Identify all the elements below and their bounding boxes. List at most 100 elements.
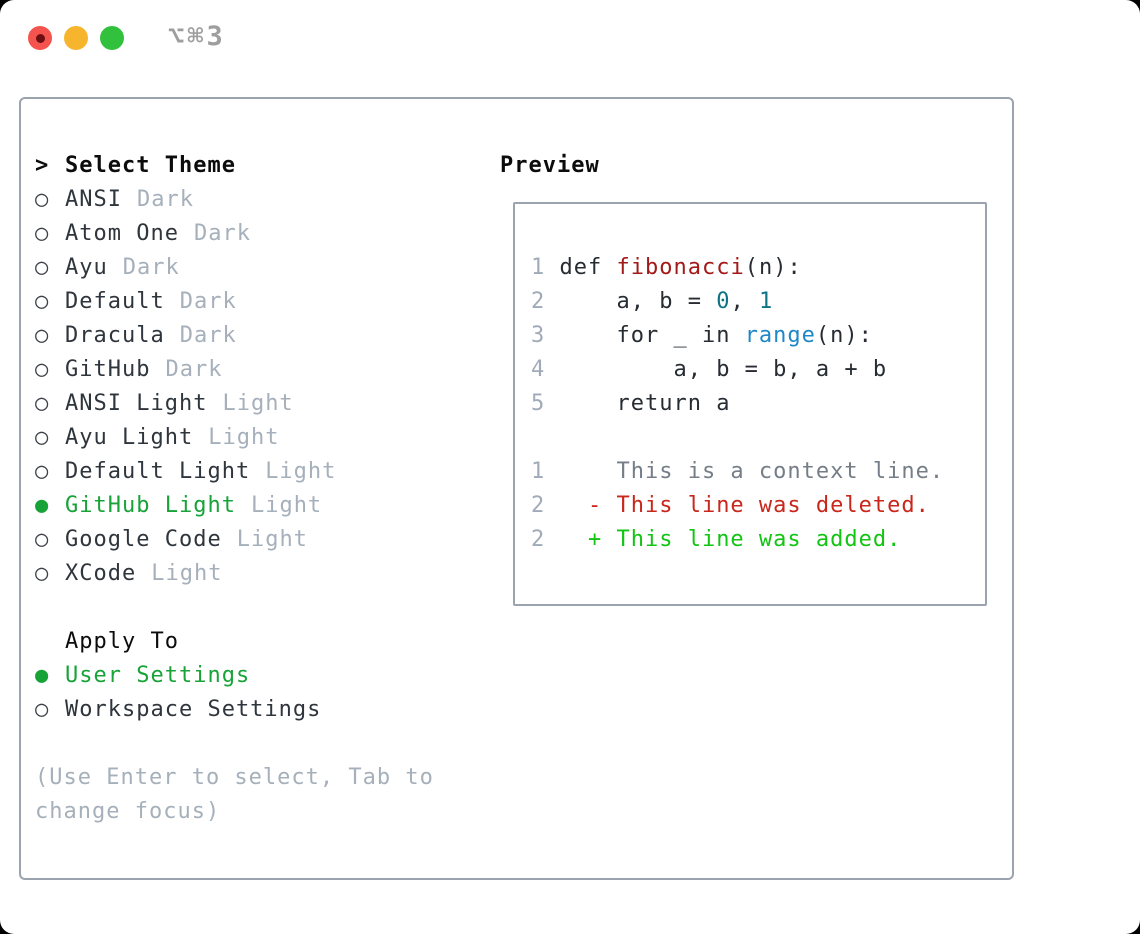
theme-name: Ayu Light <box>65 425 194 450</box>
radio-empty-icon: ○ <box>35 697 50 722</box>
theme-name: ANSI Light <box>65 391 208 416</box>
line-number: 2 <box>531 493 546 518</box>
theme-option[interactable]: ○ Dracula Dark <box>35 319 495 353</box>
zoom-button[interactable] <box>100 26 124 50</box>
theme-option[interactable]: ○ ANSI Dark <box>35 183 495 217</box>
theme-variant: Light <box>208 425 280 450</box>
code-line <box>531 421 985 455</box>
theme-variant: Dark <box>122 255 180 280</box>
theme-variant: Light <box>222 391 294 416</box>
theme-variant: Dark <box>193 221 251 246</box>
theme-name: Atom One <box>65 221 179 246</box>
select-theme-header: > Select Theme <box>35 149 495 183</box>
theme-variant: Dark <box>179 323 237 348</box>
theme-name: Google Code <box>65 527 222 552</box>
theme-name: GitHub <box>65 357 151 382</box>
code-token: (n): <box>815 323 873 348</box>
theme-name: Dracula <box>65 323 165 348</box>
code-token: fibonacci <box>616 255 745 280</box>
radio-empty-icon: ○ <box>35 323 50 348</box>
code-token: a, b = <box>545 289 717 314</box>
code-line: 2 - This line was deleted. <box>531 489 985 523</box>
code-token: + This line was added. <box>545 527 902 552</box>
code-token: a, b = b, a + b <box>545 357 888 382</box>
code-line: 3 for _ in range(n): <box>531 319 985 353</box>
radio-empty-icon: ○ <box>35 527 50 552</box>
code-token: - This line was deleted. <box>545 493 930 518</box>
theme-option[interactable]: ● GitHub Light Light <box>35 489 495 523</box>
theme-variant: Light <box>250 493 323 518</box>
theme-variant: Dark <box>165 357 223 382</box>
theme-option[interactable]: ○ ANSI Light Light <box>35 387 495 421</box>
select-theme-header-label: Select Theme <box>65 153 236 178</box>
code-token: This is a context line. <box>545 459 945 484</box>
minimize-button[interactable] <box>64 26 88 50</box>
theme-variant: Light <box>151 561 223 586</box>
line-number: 2 <box>531 289 546 314</box>
spacer <box>35 727 495 761</box>
theme-name: Default Light <box>65 459 251 484</box>
code-token: def <box>545 255 617 280</box>
code-token: range <box>744 323 816 348</box>
theme-variant: Dark <box>136 187 194 212</box>
theme-option[interactable]: ○ Atom One Dark <box>35 217 495 251</box>
line-number: 2 <box>531 527 546 552</box>
line-number: 5 <box>531 391 546 416</box>
apply-to-label: Workspace Settings <box>65 697 322 722</box>
apply-to-list: ●User Settings ○ Workspace Settings <box>35 659 495 727</box>
line-number: 1 <box>531 255 546 280</box>
titlebar <box>28 25 136 51</box>
code-line: 5 return a <box>531 387 985 421</box>
code-line: 2 a, b = 0, 1 <box>531 285 985 319</box>
code-line: 4 a, b = b, a + b <box>531 353 985 387</box>
code-line: 2 + This line was added. <box>531 523 985 557</box>
spacer <box>35 591 495 625</box>
theme-option[interactable]: ○ GitHub Dark <box>35 353 495 387</box>
line-number: 3 <box>531 323 546 348</box>
radio-empty-icon: ○ <box>35 357 50 382</box>
marker-blank <box>35 625 65 659</box>
radio-selected-icon: ● <box>35 493 50 518</box>
radio-empty-icon: ○ <box>35 187 50 212</box>
theme-name: XCode <box>65 561 137 586</box>
theme-option[interactable]: ○ Google Code Light <box>35 523 495 557</box>
radio-empty-icon: ○ <box>35 255 50 280</box>
code-line: 1 This is a context line. <box>531 455 985 489</box>
radio-empty-icon: ○ <box>35 561 50 586</box>
theme-variant: Dark <box>179 289 237 314</box>
theme-option[interactable]: ○ Default Dark <box>35 285 495 319</box>
close-button[interactable] <box>28 26 52 50</box>
code-token: 0 <box>716 289 731 314</box>
apply-to-option[interactable]: ○ Workspace Settings <box>35 693 495 727</box>
cursor-arrow-icon: > <box>35 153 50 178</box>
code-token: 1 <box>758 289 774 314</box>
radio-empty-icon: ○ <box>35 289 50 314</box>
theme-variant: Light <box>236 527 308 552</box>
apply-to-label: User Settings <box>65 663 251 688</box>
theme-name: GitHub Light <box>65 493 236 518</box>
radio-empty-icon: ○ <box>35 391 50 416</box>
code-token: return a <box>545 391 731 416</box>
theme-name: Default <box>65 289 165 314</box>
theme-option[interactable]: ○ XCode Light <box>35 557 495 591</box>
theme-variant: Light <box>265 459 337 484</box>
code-token: (n): <box>744 255 802 280</box>
code-line: 1 def fibonacci(n): <box>531 251 985 285</box>
apply-to-header: Apply To <box>35 625 495 659</box>
radio-empty-icon: ○ <box>35 221 50 246</box>
apply-to-header-label: Apply To <box>65 629 179 654</box>
code-token: for _ in <box>545 323 745 348</box>
keyboard-hint: (Use Enter to select, Tab to change focu… <box>35 765 434 824</box>
code-token: , <box>730 289 759 314</box>
line-number: 1 <box>531 459 546 484</box>
window-title: ⌥⌘3 <box>168 21 226 52</box>
theme-name: ANSI <box>65 187 122 212</box>
apply-to-option[interactable]: ●User Settings <box>35 659 495 693</box>
